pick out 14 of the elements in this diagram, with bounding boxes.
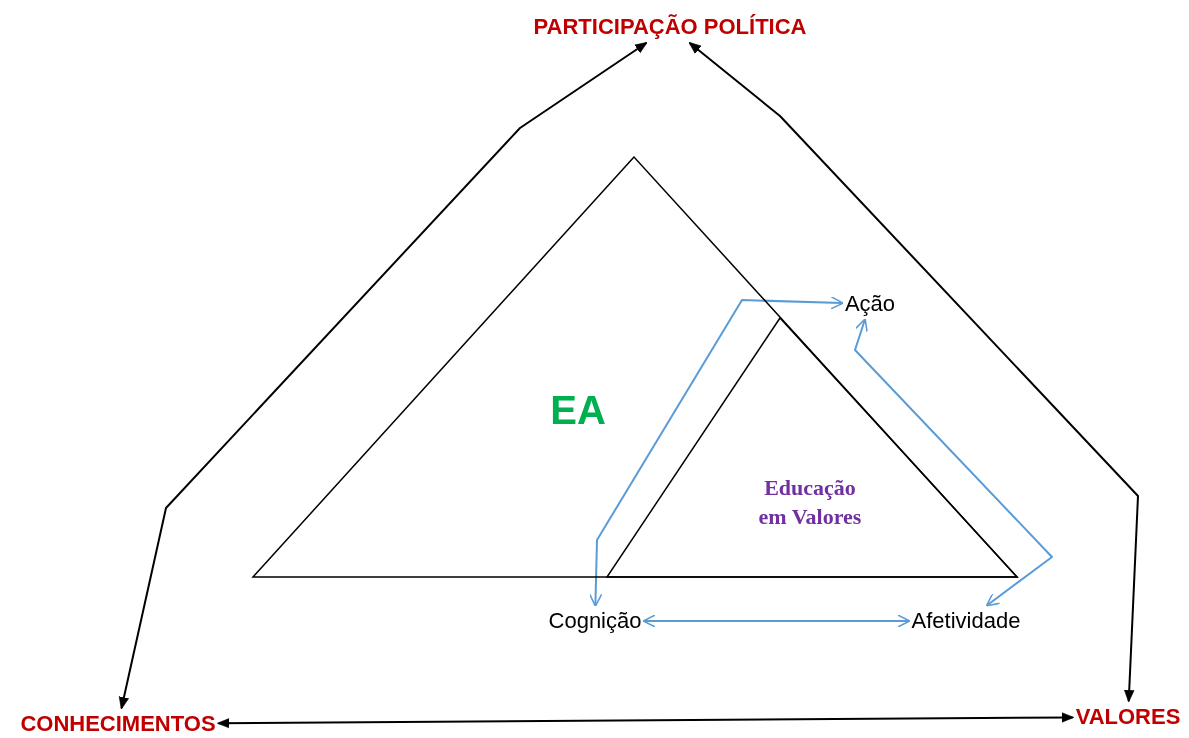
corner-label: Cognição <box>548 608 642 634</box>
heading-text: PARTICIPAÇÃO POLÍTICA <box>533 14 807 40</box>
double-arrow <box>588 296 844 607</box>
corner-label: Ação <box>844 291 896 317</box>
double-arrow <box>688 41 1139 703</box>
double-arrow <box>217 712 1075 729</box>
double-arrow <box>854 318 1053 607</box>
corner-heading: VALORES <box>1075 704 1181 730</box>
double-arrow <box>118 42 648 710</box>
triangle-label: Educação em Valores <box>757 474 863 531</box>
triangle-label: EA <box>550 387 606 433</box>
double-arrow <box>642 614 911 628</box>
corner-heading: CONHECIMENTOS <box>20 711 216 737</box>
corner-label: Afetividade <box>911 608 1021 634</box>
